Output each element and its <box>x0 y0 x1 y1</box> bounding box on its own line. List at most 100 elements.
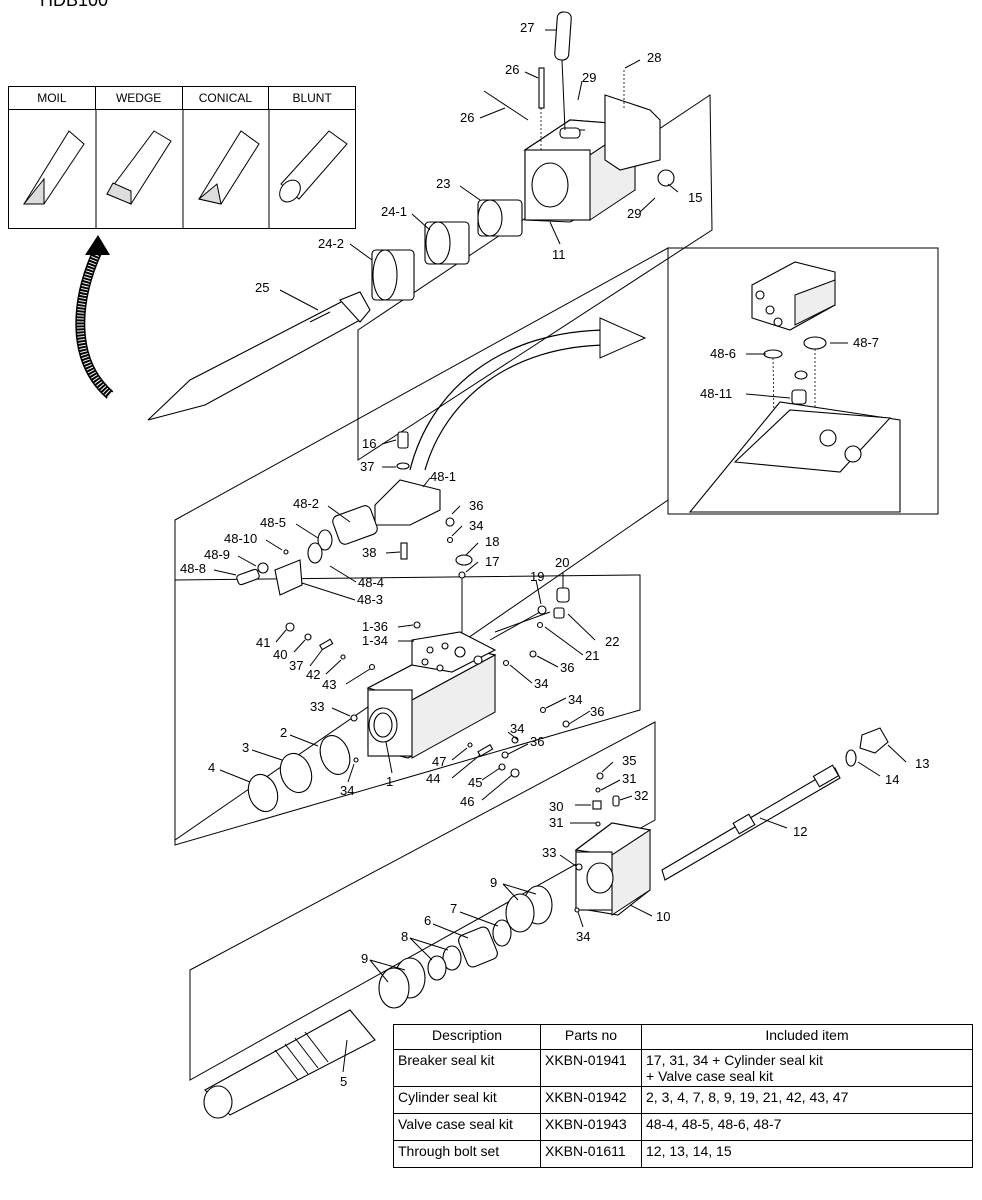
label-26: 26 <box>460 110 474 125</box>
table-row: Breaker seal kit XKBN-01941 17, 31, 34 +… <box>393 1049 973 1087</box>
label-33: 33 <box>542 845 556 860</box>
label-31: 31 <box>622 771 636 786</box>
label-8: 8 <box>401 929 408 944</box>
pins <box>483 11 625 150</box>
label-43: 43 <box>322 677 336 692</box>
kit-included-items: 2, 3, 4, 7, 8, 9, 19, 21, 42, 43, 47 <box>641 1086 973 1114</box>
label-21: 21 <box>585 648 599 663</box>
tool-types-panel: MOIL WEDGE CONICAL BLUNT <box>8 86 356 229</box>
label-36: 36 <box>469 498 483 513</box>
table-row: Cylinder seal kit XKBN-01942 2, 3, 4, 7,… <box>393 1086 973 1114</box>
label-33: 33 <box>310 699 324 714</box>
model-title: HDB100 <box>40 0 109 10</box>
label-31: 31 <box>549 815 563 830</box>
tool-conical-label: CONICAL <box>183 87 270 109</box>
label-15: 15 <box>688 190 702 205</box>
label-20: 20 <box>555 555 569 570</box>
through-bolt-12 <box>661 727 889 881</box>
cylinder-1 <box>366 631 497 759</box>
tool-wedge-label: WEDGE <box>96 87 183 109</box>
label-48-1: 48-1 <box>430 469 456 484</box>
blunt-tool-icon <box>279 130 348 203</box>
kit-included-items: 17, 31, 34 + Cylinder seal kit + Valve c… <box>641 1049 973 1087</box>
label-17: 17 <box>485 554 499 569</box>
label-1-36: 1-36 <box>362 619 388 634</box>
ring-24-1 <box>424 221 470 265</box>
label-32: 32 <box>634 788 648 803</box>
inset-valve-block <box>688 261 901 513</box>
leader-lines <box>213 29 907 1073</box>
col-included-item: Included item <box>641 1024 973 1050</box>
detail-inset-frame <box>667 247 939 515</box>
conical-tool-icon <box>197 130 260 205</box>
kit-included-items: 48-4, 48-5, 48-6, 48-7 <box>641 1113 973 1141</box>
label-48-9: 48-9 <box>204 547 230 562</box>
label-27: 27 <box>520 20 534 35</box>
label-29: 29 <box>582 70 596 85</box>
table-row: Through bolt set XKBN-01611 12, 13, 14, … <box>393 1140 973 1168</box>
valve-group <box>236 431 441 596</box>
label-19: 19 <box>530 569 544 584</box>
table-row: Valve case seal kit XKBN-01943 48-4, 48-… <box>393 1113 973 1141</box>
front-head-11 <box>523 94 661 223</box>
label-44: 44 <box>426 771 440 786</box>
part-labels: 27 26 26 29 28 15 29 23 24-1 24-2 11 25 … <box>180 20 929 1089</box>
col-parts-no: Parts no <box>540 1024 642 1050</box>
label-18: 18 <box>485 534 499 549</box>
label-9: 9 <box>490 875 497 890</box>
chisel-25 <box>147 291 371 421</box>
label-1-34: 1-34 <box>362 633 388 648</box>
label-22: 22 <box>605 634 619 649</box>
detail-arrow-icon <box>409 317 647 471</box>
label-13: 13 <box>915 756 929 771</box>
wedge-tool-icon <box>106 130 172 205</box>
label-11: 11 <box>552 247 566 262</box>
label-10: 10 <box>656 909 670 924</box>
table-header-row: Description Parts no Included item <box>393 1024 973 1050</box>
col-description: Description <box>393 1024 541 1050</box>
bushings <box>371 169 675 301</box>
label-34: 34 <box>340 783 354 798</box>
label-7: 7 <box>450 901 457 916</box>
label-48-5: 48-5 <box>260 515 286 530</box>
kit-items-line: 17, 31, 34 + Cylinder seal kit <box>646 1052 824 1068</box>
label-1: 1 <box>386 774 393 789</box>
label-48-11: 48-11 <box>700 386 732 401</box>
kit-description: Cylinder seal kit <box>393 1086 541 1114</box>
label-48-7: 48-7 <box>853 335 879 350</box>
piston-5 <box>203 1009 376 1119</box>
label-40: 40 <box>273 647 287 662</box>
kit-part-number: XKBN-01941 <box>540 1049 642 1087</box>
label-34: 34 <box>568 692 582 707</box>
label-23: 23 <box>436 176 450 191</box>
tool-types-illustration <box>22 109 348 228</box>
tool-moil-label: MOIL <box>9 87 96 109</box>
label-5: 5 <box>340 1074 347 1089</box>
back-head-10 <box>574 772 652 916</box>
label-28: 28 <box>647 50 661 65</box>
ring-24-2 <box>371 249 415 301</box>
kit-description: Through bolt set <box>393 1140 541 1168</box>
kit-part-number: XKBN-01611 <box>540 1140 642 1168</box>
label-6: 6 <box>424 913 431 928</box>
label-45: 45 <box>468 775 482 790</box>
label-4: 4 <box>208 760 215 775</box>
label-34: 34 <box>534 676 548 691</box>
label-12: 12 <box>793 824 807 839</box>
tool-blunt-label: BLUNT <box>292 91 332 105</box>
label-38: 38 <box>362 545 376 560</box>
label-48-4: 48-4 <box>358 575 384 590</box>
label-46: 46 <box>460 794 474 809</box>
label-48-2: 48-2 <box>293 496 319 511</box>
label-36: 36 <box>590 704 604 719</box>
tool-types-header: MOIL WEDGE CONICAL BLUNT <box>9 87 355 110</box>
label-34: 34 <box>469 518 483 533</box>
moil-tool-icon <box>22 130 85 205</box>
label-29: 29 <box>627 206 641 221</box>
label-48-6: 48-6 <box>710 346 736 361</box>
label-16: 16 <box>362 436 376 451</box>
label-34: 34 <box>576 929 590 944</box>
kit-description: Valve case seal kit <box>393 1113 541 1141</box>
cylinder-frame <box>174 574 641 846</box>
